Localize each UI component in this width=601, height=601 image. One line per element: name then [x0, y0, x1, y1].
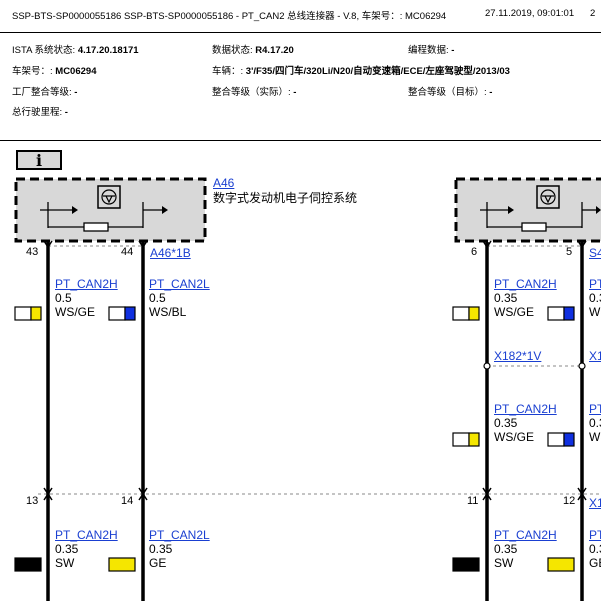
wire-3b-color: WS/GE [494, 430, 535, 444]
data-status: 数据状态: R4.17.20 [212, 42, 294, 56]
total-mileage-value: - [64, 107, 68, 118]
wire-partial-bottom-color: GE [589, 556, 601, 570]
total-mileage: 总行驶里程: - [12, 104, 68, 118]
wire-3b-size: 0.35 [494, 416, 518, 430]
programming-data: 编程数据: - [408, 42, 454, 56]
wire-label-partial-bottom: PT_CAN2L 0.35 GE [589, 528, 601, 570]
wire-label-5: PT_CAN2L 0.35 GE [149, 528, 210, 570]
wire-partial-bottom-name-link[interactable]: PT_CAN2L [589, 528, 601, 542]
control-unit-symbol-icon [536, 185, 560, 209]
total-mileage-label: 总行驶里程: [12, 107, 63, 118]
wire-label-4: PT_CAN2H 0.35 SW [55, 528, 118, 570]
wire-1-size: 0.5 [55, 291, 72, 305]
pin-14: 14 [121, 495, 134, 507]
wire-label-2: PT_CAN2L 0.5 WS/BL [149, 277, 210, 319]
programming-data-value: - [451, 45, 455, 56]
wire-partial-bottom-size: 0.35 [589, 542, 601, 556]
pin-6: 6 [471, 246, 478, 258]
connector-s4-link[interactable]: S4 [589, 246, 601, 260]
color-chips [14, 306, 575, 572]
vin: 车架号：: MC06294 [12, 63, 96, 77]
wire-partial-mid-color: WS/GE [589, 430, 601, 444]
pin-13: 13 [26, 495, 39, 507]
integration-actual-label: 整合等级（实际）: [212, 87, 291, 98]
factory-integration-value: - [74, 87, 78, 98]
data-status-label: 数据状态: [212, 45, 253, 56]
ista-status-label: ISTA 系统状态: [12, 45, 76, 56]
wire-label-partial-top: PT_CAN2L 0.35 WS/GE [589, 277, 601, 319]
integration-target-value: - [489, 87, 493, 98]
inline-connector-x182 [483, 362, 586, 370]
wire-label-1: PT_CAN2H 0.5 WS/GE [55, 277, 118, 319]
wire-3-name-link[interactable]: PT_CAN2H [494, 277, 557, 291]
connector-x182-1v-link[interactable]: X182*1V [494, 349, 542, 363]
wire-partial-top-size: 0.35 [589, 291, 601, 305]
wire-label-partial-mid: PT_CAN2L 0.35 WS/GE [589, 402, 601, 444]
pin-43: 43 [26, 246, 39, 258]
wire-label-3: PT_CAN2H 0.35 WS/GE [494, 277, 557, 319]
pin-44: 44 [121, 246, 134, 258]
component-a46-name: 数字式发动机电子伺控系统 [213, 191, 358, 205]
vin-value: MC06294 [55, 66, 97, 77]
wire-5-color: GE [149, 556, 167, 570]
wire-label-6: PT_CAN2H 0.35 SW [494, 528, 557, 570]
header-divider [0, 32, 601, 33]
wire-4-name-link[interactable]: PT_CAN2H [55, 528, 118, 542]
pin-5: 5 [566, 246, 573, 258]
info-icon[interactable]: i [16, 150, 62, 170]
integration-target-label: 整合等级（目标）: [408, 87, 487, 98]
wire-partial-top-name-link[interactable]: PT_CAN2L [589, 277, 601, 291]
data-status-value: R4.17.20 [255, 45, 294, 56]
integration-level-actual: 整合等级（实际）: - [212, 84, 296, 98]
integration-actual-value: - [293, 87, 297, 98]
wire-6-size: 0.35 [494, 542, 518, 556]
page-number: 2 [590, 8, 596, 19]
pin-11: 11 [467, 495, 479, 507]
control-unit-symbol-icon [97, 185, 121, 209]
wire-4-size: 0.35 [55, 542, 79, 556]
component-a46-link[interactable]: A46 [213, 176, 235, 190]
wire-partial-mid-name-link[interactable]: PT_CAN2L [589, 402, 601, 416]
wire-6-name-link[interactable]: PT_CAN2H [494, 528, 557, 542]
vin-label: 车架号：: [12, 66, 53, 77]
vehicle-label: 车辆：: [212, 66, 244, 77]
wire-5-name-link[interactable]: PT_CAN2L [149, 528, 210, 542]
connector-a46-1b-link[interactable]: A46*1B [150, 246, 191, 260]
document-title: SSP-BTS-SP0000055186 SSP-BTS-SP000005518… [12, 11, 447, 22]
integration-level-target: 整合等级（目标）: - [408, 84, 492, 98]
wire-4-color: SW [55, 556, 75, 570]
ista-status: ISTA 系统状态: 4.17.20.18171 [12, 42, 139, 56]
factory-integration-level: 工厂整合等级: - [12, 84, 77, 98]
wires [46, 242, 584, 601]
print-datetime: 27.11.2019, 09:01:01 [485, 8, 575, 19]
component-right[interactable] [454, 177, 601, 243]
pin-marks [43, 240, 587, 501]
wire-1-color: WS/GE [55, 305, 96, 319]
meta-divider [0, 140, 601, 141]
connector-x1-link[interactable]: X1 [589, 349, 601, 363]
wire-2-name-link[interactable]: PT_CAN2L [149, 277, 210, 291]
wire-label-3b: PT_CAN2H 0.35 WS/GE [494, 402, 557, 444]
wire-2-size: 0.5 [149, 291, 166, 305]
programming-data-label: 编程数据: [408, 45, 449, 56]
wire-6-color: SW [494, 556, 514, 570]
wire-partial-mid-size: 0.35 [589, 416, 601, 430]
wire-5-size: 0.35 [149, 542, 173, 556]
vehicle-value: 3'/F35/四门车/320Li/N20/自动变速箱/ECE/左座驾驶型/201… [245, 66, 510, 77]
wire-3b-name-link[interactable]: PT_CAN2H [494, 402, 557, 416]
wire-2-color: WS/BL [149, 305, 187, 319]
pin-12: 12 [563, 495, 576, 507]
wire-3-size: 0.35 [494, 291, 518, 305]
component-a46-left[interactable] [14, 177, 207, 243]
factory-integration-label: 工厂整合等级: [12, 87, 72, 98]
ista-status-value: 4.17.20.18171 [77, 45, 139, 56]
vehicle: 车辆：: 3'/F35/四门车/320Li/N20/自动变速箱/ECE/左座驾驶… [212, 63, 510, 77]
wire-3-color: WS/GE [494, 305, 535, 319]
connector-x1-bottom-link[interactable]: X1 [589, 496, 601, 510]
wire-partial-top-color: WS/GE [589, 305, 601, 319]
wire-1-name-link[interactable]: PT_CAN2H [55, 277, 118, 291]
